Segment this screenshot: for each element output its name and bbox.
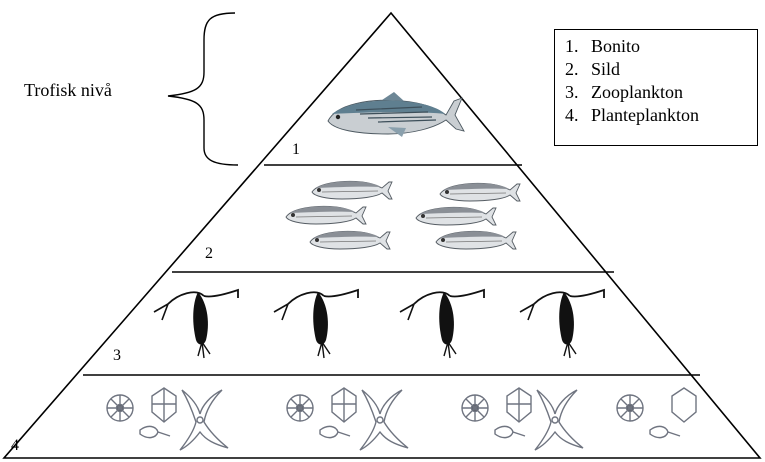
herring-icon: [286, 206, 366, 224]
legend-item-number: 1.: [565, 35, 591, 58]
legend-item-label: Zooplankton: [591, 82, 683, 102]
phytoplankton-icon: [287, 388, 408, 450]
phytoplankton-icon-partial: [617, 388, 696, 438]
bonito-fish-icon: [328, 92, 464, 137]
herring-school-left: [286, 181, 392, 249]
copepod-icon: [400, 290, 484, 358]
copepod-icon: [274, 290, 358, 358]
legend-box: 1.Bonito 2.Sild 3.Zooplankton 4.Plantepl…: [554, 29, 758, 146]
herring-icon: [436, 231, 516, 249]
herring-icon: [310, 231, 390, 249]
legend-item: 2.Sild: [565, 58, 757, 81]
legend-item: 3.Zooplankton: [565, 81, 757, 104]
phytoplankton-row: [107, 388, 696, 450]
curly-brace: [168, 13, 238, 165]
herring-icon: [312, 181, 392, 199]
legend-item-label: Planteplankton: [591, 105, 699, 125]
level-number-4: 4: [11, 437, 19, 455]
copepod-icon: [520, 290, 604, 358]
level-number-2: 2: [205, 245, 213, 263]
herring-icon: [416, 207, 496, 225]
level-number-3: 3: [113, 347, 121, 365]
level-number-1: 1: [292, 141, 300, 159]
legend-item-number: 2.: [565, 58, 591, 81]
legend-item: 4.Planteplankton: [565, 104, 757, 127]
herring-school-right: [416, 183, 520, 249]
legend-item-label: Sild: [591, 59, 620, 79]
herring-icon: [440, 183, 520, 201]
copepod-icon: [154, 290, 238, 358]
legend-item-number: 3.: [565, 81, 591, 104]
legend-item: 1.Bonito: [565, 35, 757, 58]
legend-item-number: 4.: [565, 104, 591, 127]
phytoplankton-icon: [107, 388, 228, 450]
zooplankton-row: [154, 290, 604, 358]
legend-item-label: Bonito: [591, 36, 640, 56]
phytoplankton-icon: [462, 388, 583, 450]
trophic-level-label: Trofisk nivå: [24, 80, 112, 101]
